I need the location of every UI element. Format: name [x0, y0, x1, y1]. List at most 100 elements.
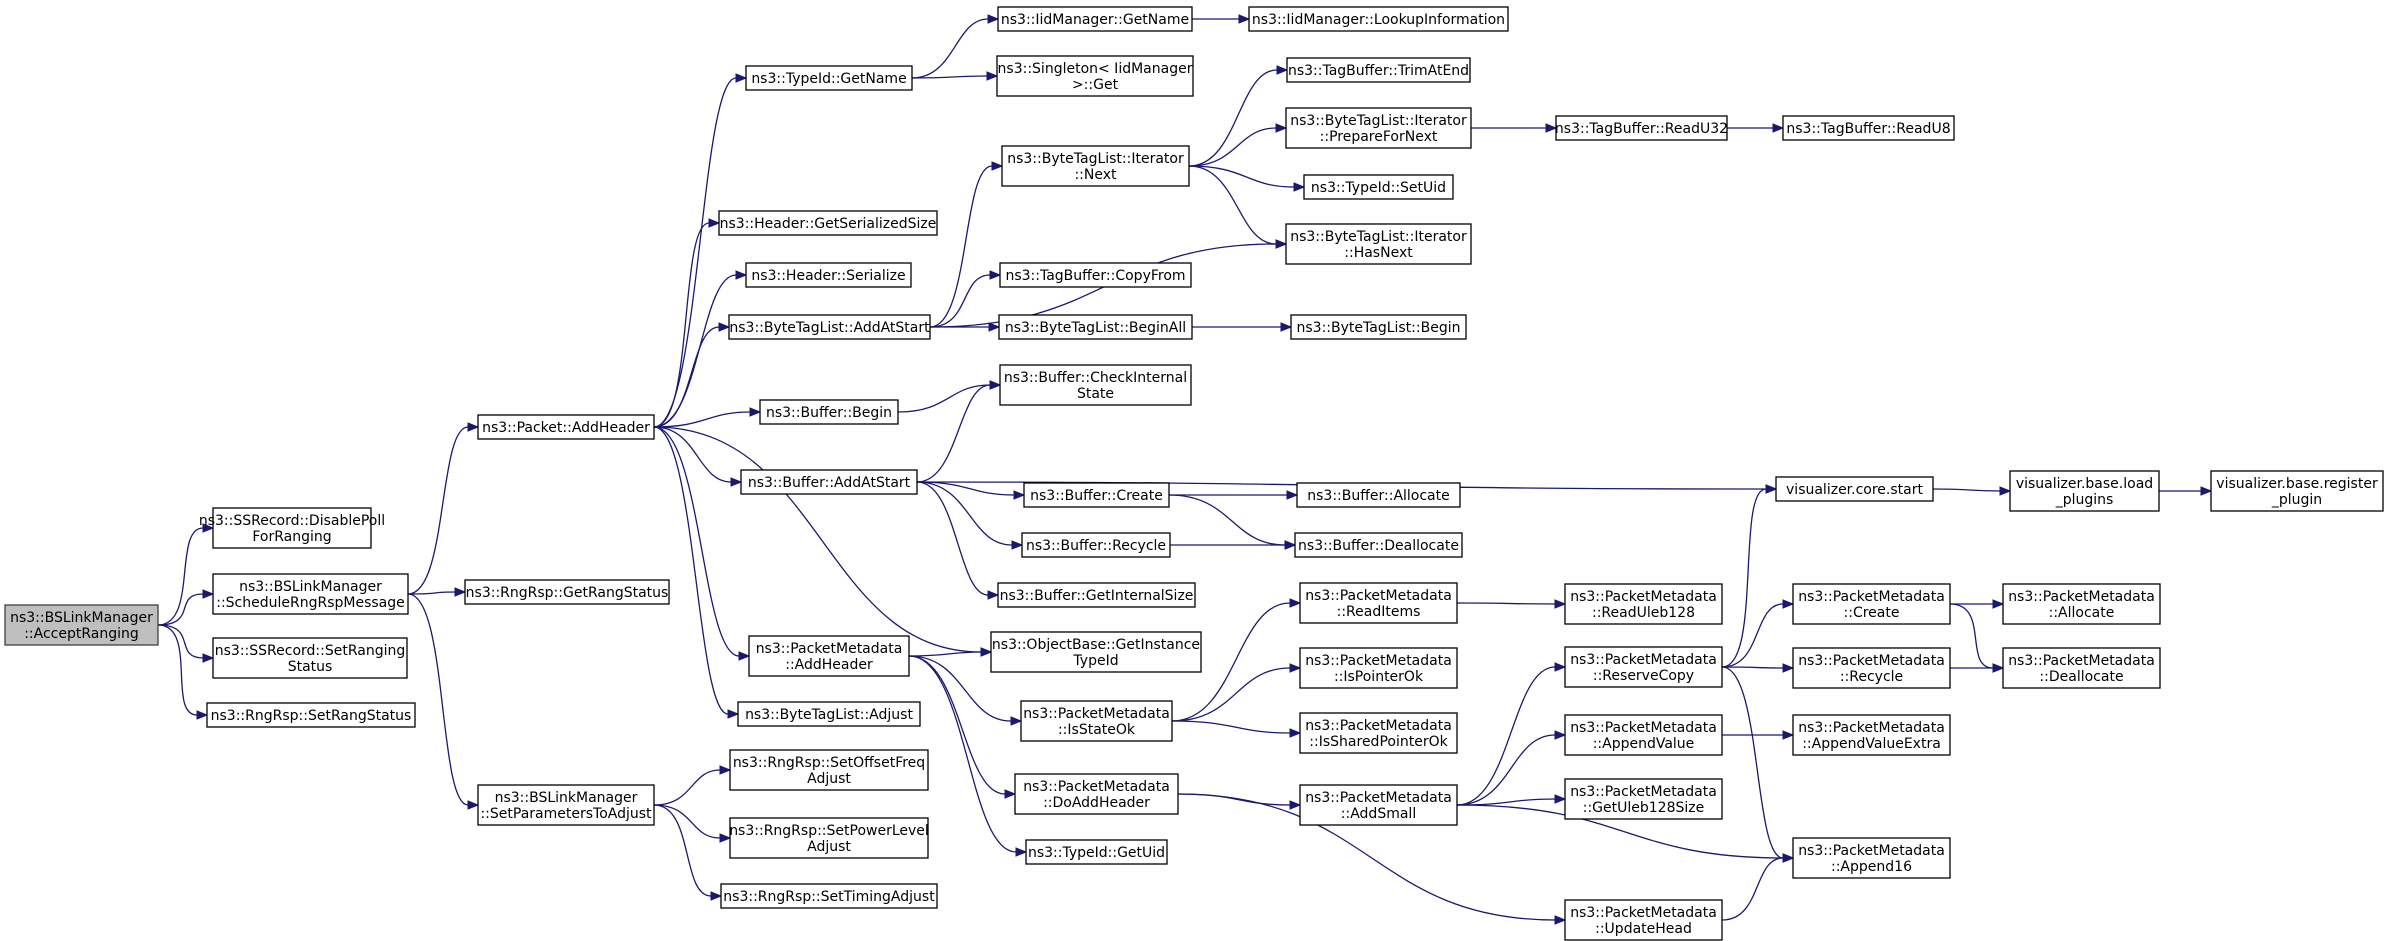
node-ns3-buffer-create[interactable]: ns3::Buffer::Create [1023, 482, 1170, 508]
node-ns3-rngrsp-setrangstatus[interactable]: ns3::RngRsp::SetRangStatus [206, 702, 416, 728]
node-ns3-packetmetadata-getuleb128size[interactable]: ns3::PacketMetadata::GetUleb128Size [1564, 778, 1723, 820]
node-ns3-iidmanager-lookupinformation[interactable]: ns3::IidManager::LookupInformation [1248, 6, 1509, 32]
node-ns3-packetmetadata-reservecopy[interactable]: ns3::PacketMetadata::ReserveCopy [1564, 646, 1723, 688]
node-ns3-packetmetadata-recycle[interactable]: ns3::PacketMetadata::Recycle [1792, 647, 1951, 689]
node-ns3-bslinkmanager-acceptranging[interactable]: ns3::BSLinkManager::AcceptRanging [4, 604, 159, 646]
arrowhead [1554, 794, 1567, 804]
node-ns3-bytetaglist-beginall[interactable]: ns3::ByteTagList::BeginAll [998, 314, 1193, 340]
edge-n5-to-n12 [653, 407, 762, 428]
arrowhead [1765, 484, 1778, 494]
node-ns3-packetmetadata-create[interactable]: ns3::PacketMetadata::Create [1792, 583, 1951, 625]
node-ns3-packetmetadata-ispointerok[interactable]: ns3::PacketMetadata::IsPointerOk [1299, 647, 1458, 689]
arrowhead [1280, 322, 1293, 332]
node-label: _plugins [2055, 492, 2114, 508]
node-ns3-bytetaglist-begin[interactable]: ns3::ByteTagList::Begin [1290, 314, 1467, 340]
node-visualizer-base-register-plugin[interactable]: visualizer.base.register_plugin [2210, 470, 2384, 512]
function-nodes: ns3::BSLinkManager::AcceptRangingns3::SS… [4, 6, 2384, 941]
node-ns3-tagbuffer-readu32[interactable]: ns3::TagBuffer::ReadU32 [1555, 115, 1728, 141]
node-label: ns3::PacketMetadata [1023, 706, 1170, 722]
node-ns3-tagbuffer-trimatend[interactable]: ns3::TagBuffer::TrimAtEnd [1286, 57, 1471, 83]
node-visualizer-base-load-plugins[interactable]: visualizer.base.load_plugins [2009, 470, 2160, 512]
node-box [477, 414, 655, 440]
node-ns3-packetmetadata-appendvalueextra[interactable]: ns3::PacketMetadata::AppendValueExtra [1792, 714, 1951, 756]
node-visualizer-core-start[interactable]: visualizer.core.start [1775, 476, 1934, 502]
node-box [998, 314, 1193, 340]
node-ns3-header-getserializedsize[interactable]: ns3::Header::GetSerializedSize [718, 210, 938, 236]
node-ns3-packetmetadata-issharedpointerok[interactable]: ns3::PacketMetadata::IsSharedPointerOk [1299, 712, 1458, 754]
node-ns3-buffer-deallocate[interactable]: ns3::Buffer::Deallocate [1294, 532, 1463, 558]
node-ns3-packetmetadata-appendvalue[interactable]: ns3::PacketMetadata::AppendValue [1564, 714, 1723, 756]
node-ns3-packet-addheader[interactable]: ns3::Packet::AddHeader [477, 414, 655, 440]
node-label: ::GetUleb128Size [1583, 800, 1704, 816]
node-ns3-packetmetadata-readuleb128[interactable]: ns3::PacketMetadata::ReadUleb128 [1564, 583, 1723, 625]
node-ns3-header-serialize[interactable]: ns3::Header::Serialize [745, 262, 912, 288]
node-box [728, 314, 931, 340]
node-label: ::Next [1074, 167, 1117, 183]
node-ns3-typeid-getuid[interactable]: ns3::TypeId::GetUid [1025, 839, 1168, 865]
edge-n29-to-n42 [1171, 720, 1302, 738]
arrowhead [1238, 14, 1251, 24]
node-ns3-iidmanager-getname[interactable]: ns3::IidManager::GetName [997, 6, 1193, 32]
node-label: ns3::ByteTagList::AddAtStart [729, 320, 930, 336]
arrowhead [1554, 730, 1567, 740]
node-label: ns3::RngRsp::GetRangStatus [466, 585, 669, 601]
node-ns3-bytetaglist-iterator-preparefornext[interactable]: ns3::ByteTagList::Iterator::PrepareForNe… [1285, 107, 1472, 149]
node-box [1792, 714, 1951, 756]
node-ns3-singleton-iidmanager-get[interactable]: ns3::Singleton< IidManager>::Get [996, 55, 1194, 97]
edge-n48-to-n55 [1722, 730, 1795, 740]
node-ns3-packetmetadata-doaddheader[interactable]: ns3::PacketMetadata::DoAddHeader [1014, 773, 1179, 815]
arrowhead [1013, 490, 1026, 500]
node-ns3-bytetaglist-adjust[interactable]: ns3::ByteTagList::Adjust [737, 701, 921, 727]
node-box [748, 635, 910, 677]
node-ns3-typeid-setuid[interactable]: ns3::TypeId::SetUid [1303, 174, 1454, 200]
node-label: ns3::PacketMetadata [1798, 720, 1945, 736]
arrowhead [727, 709, 740, 719]
edge-n0-to-n2 [157, 589, 215, 626]
edge-n25-to-n38 [1169, 490, 1299, 500]
node-ns3-typeid-getname[interactable]: ns3::TypeId::GetName [745, 65, 913, 91]
arrowhead [454, 587, 467, 597]
node-label: ns3::ByteTagList::Adjust [745, 707, 913, 723]
node-label: Adjust [807, 839, 851, 855]
edge-n5-to-n14 [653, 426, 751, 661]
node-ns3-packetmetadata-allocate[interactable]: ns3::PacketMetadata::Allocate [2002, 583, 2161, 625]
node-ns3-rngrsp-settimingadjust[interactable]: ns3::RngRsp::SetTimingAdjust [720, 883, 938, 909]
arrowhead [1289, 663, 1302, 673]
node-ns3-bytetaglist-iterator-hasnext[interactable]: ns3::ByteTagList::Iterator::HasNext [1285, 223, 1472, 265]
node-ns3-buffer-getinternalsize[interactable]: ns3::Buffer::GetInternalSize [997, 582, 1196, 608]
node-ns3-packetmetadata-deallocate[interactable]: ns3::PacketMetadata::Deallocate [2002, 647, 2161, 689]
node-ns3-packetmetadata-readitems[interactable]: ns3::PacketMetadata::ReadItems [1299, 582, 1458, 624]
node-box [1564, 583, 1723, 625]
node-ns3-bytetaglist-iterator-next[interactable]: ns3::ByteTagList::Iterator::Next [1001, 145, 1190, 187]
node-ns3-buffer-allocate[interactable]: ns3::Buffer::Allocate [1296, 482, 1461, 508]
node-ns3-packetmetadata-isstateok[interactable]: ns3::PacketMetadata::IsStateOk [1020, 700, 1173, 742]
arrowhead [202, 589, 215, 599]
node-box [212, 573, 409, 615]
node-ns3-buffer-recycle[interactable]: ns3::Buffer::Recycle [1021, 532, 1171, 558]
node-ns3-tagbuffer-copyfrom[interactable]: ns3::TagBuffer::CopyFrom [999, 262, 1192, 288]
node-label: ::ReadUleb128 [1592, 605, 1695, 621]
edge-n54-to-n59 [1950, 663, 2005, 673]
node-ns3-bslinkmanager-setparameterstoadjust[interactable]: ns3::BSLinkManager::SetParametersToAdjus… [477, 784, 655, 826]
edge-n13-to-n24 [916, 380, 1002, 483]
node-ns3-buffer-begin[interactable]: ns3::Buffer::Begin [759, 399, 899, 425]
node-ns3-packetmetadata-addsmall[interactable]: ns3::PacketMetadata::AddSmall [1299, 784, 1458, 826]
node-ns3-tagbuffer-readu8[interactable]: ns3::TagBuffer::ReadU8 [1782, 115, 1955, 141]
node-box [1299, 582, 1458, 624]
edge-n23-to-n37 [1192, 322, 1293, 332]
node-ns3-bslinkmanager-schedulerngrspmessage[interactable]: ns3::BSLinkManager::ScheduleRngRspMessag… [212, 573, 409, 615]
arrowhead [1284, 540, 1297, 550]
node-ns3-packetmetadata-addheader[interactable]: ns3::PacketMetadata::AddHeader [748, 635, 910, 677]
node-ns3-buffer-addatstart[interactable]: ns3::Buffer::AddAtStart [740, 469, 918, 495]
node-ns3-bytetaglist-addatstart[interactable]: ns3::ByteTagList::AddAtStart [728, 314, 931, 340]
node-ns3-packetmetadata-append16[interactable]: ns3::PacketMetadata::Append16 [1792, 837, 1951, 879]
node-ns3-rngrsp-getrangstatus[interactable]: ns3::RngRsp::GetRangStatus [464, 579, 670, 605]
node-ns3-packetmetadata-updatehead[interactable]: ns3::PacketMetadata::UpdateHead [1564, 899, 1723, 941]
edge-n14-to-n29 [908, 655, 1023, 726]
